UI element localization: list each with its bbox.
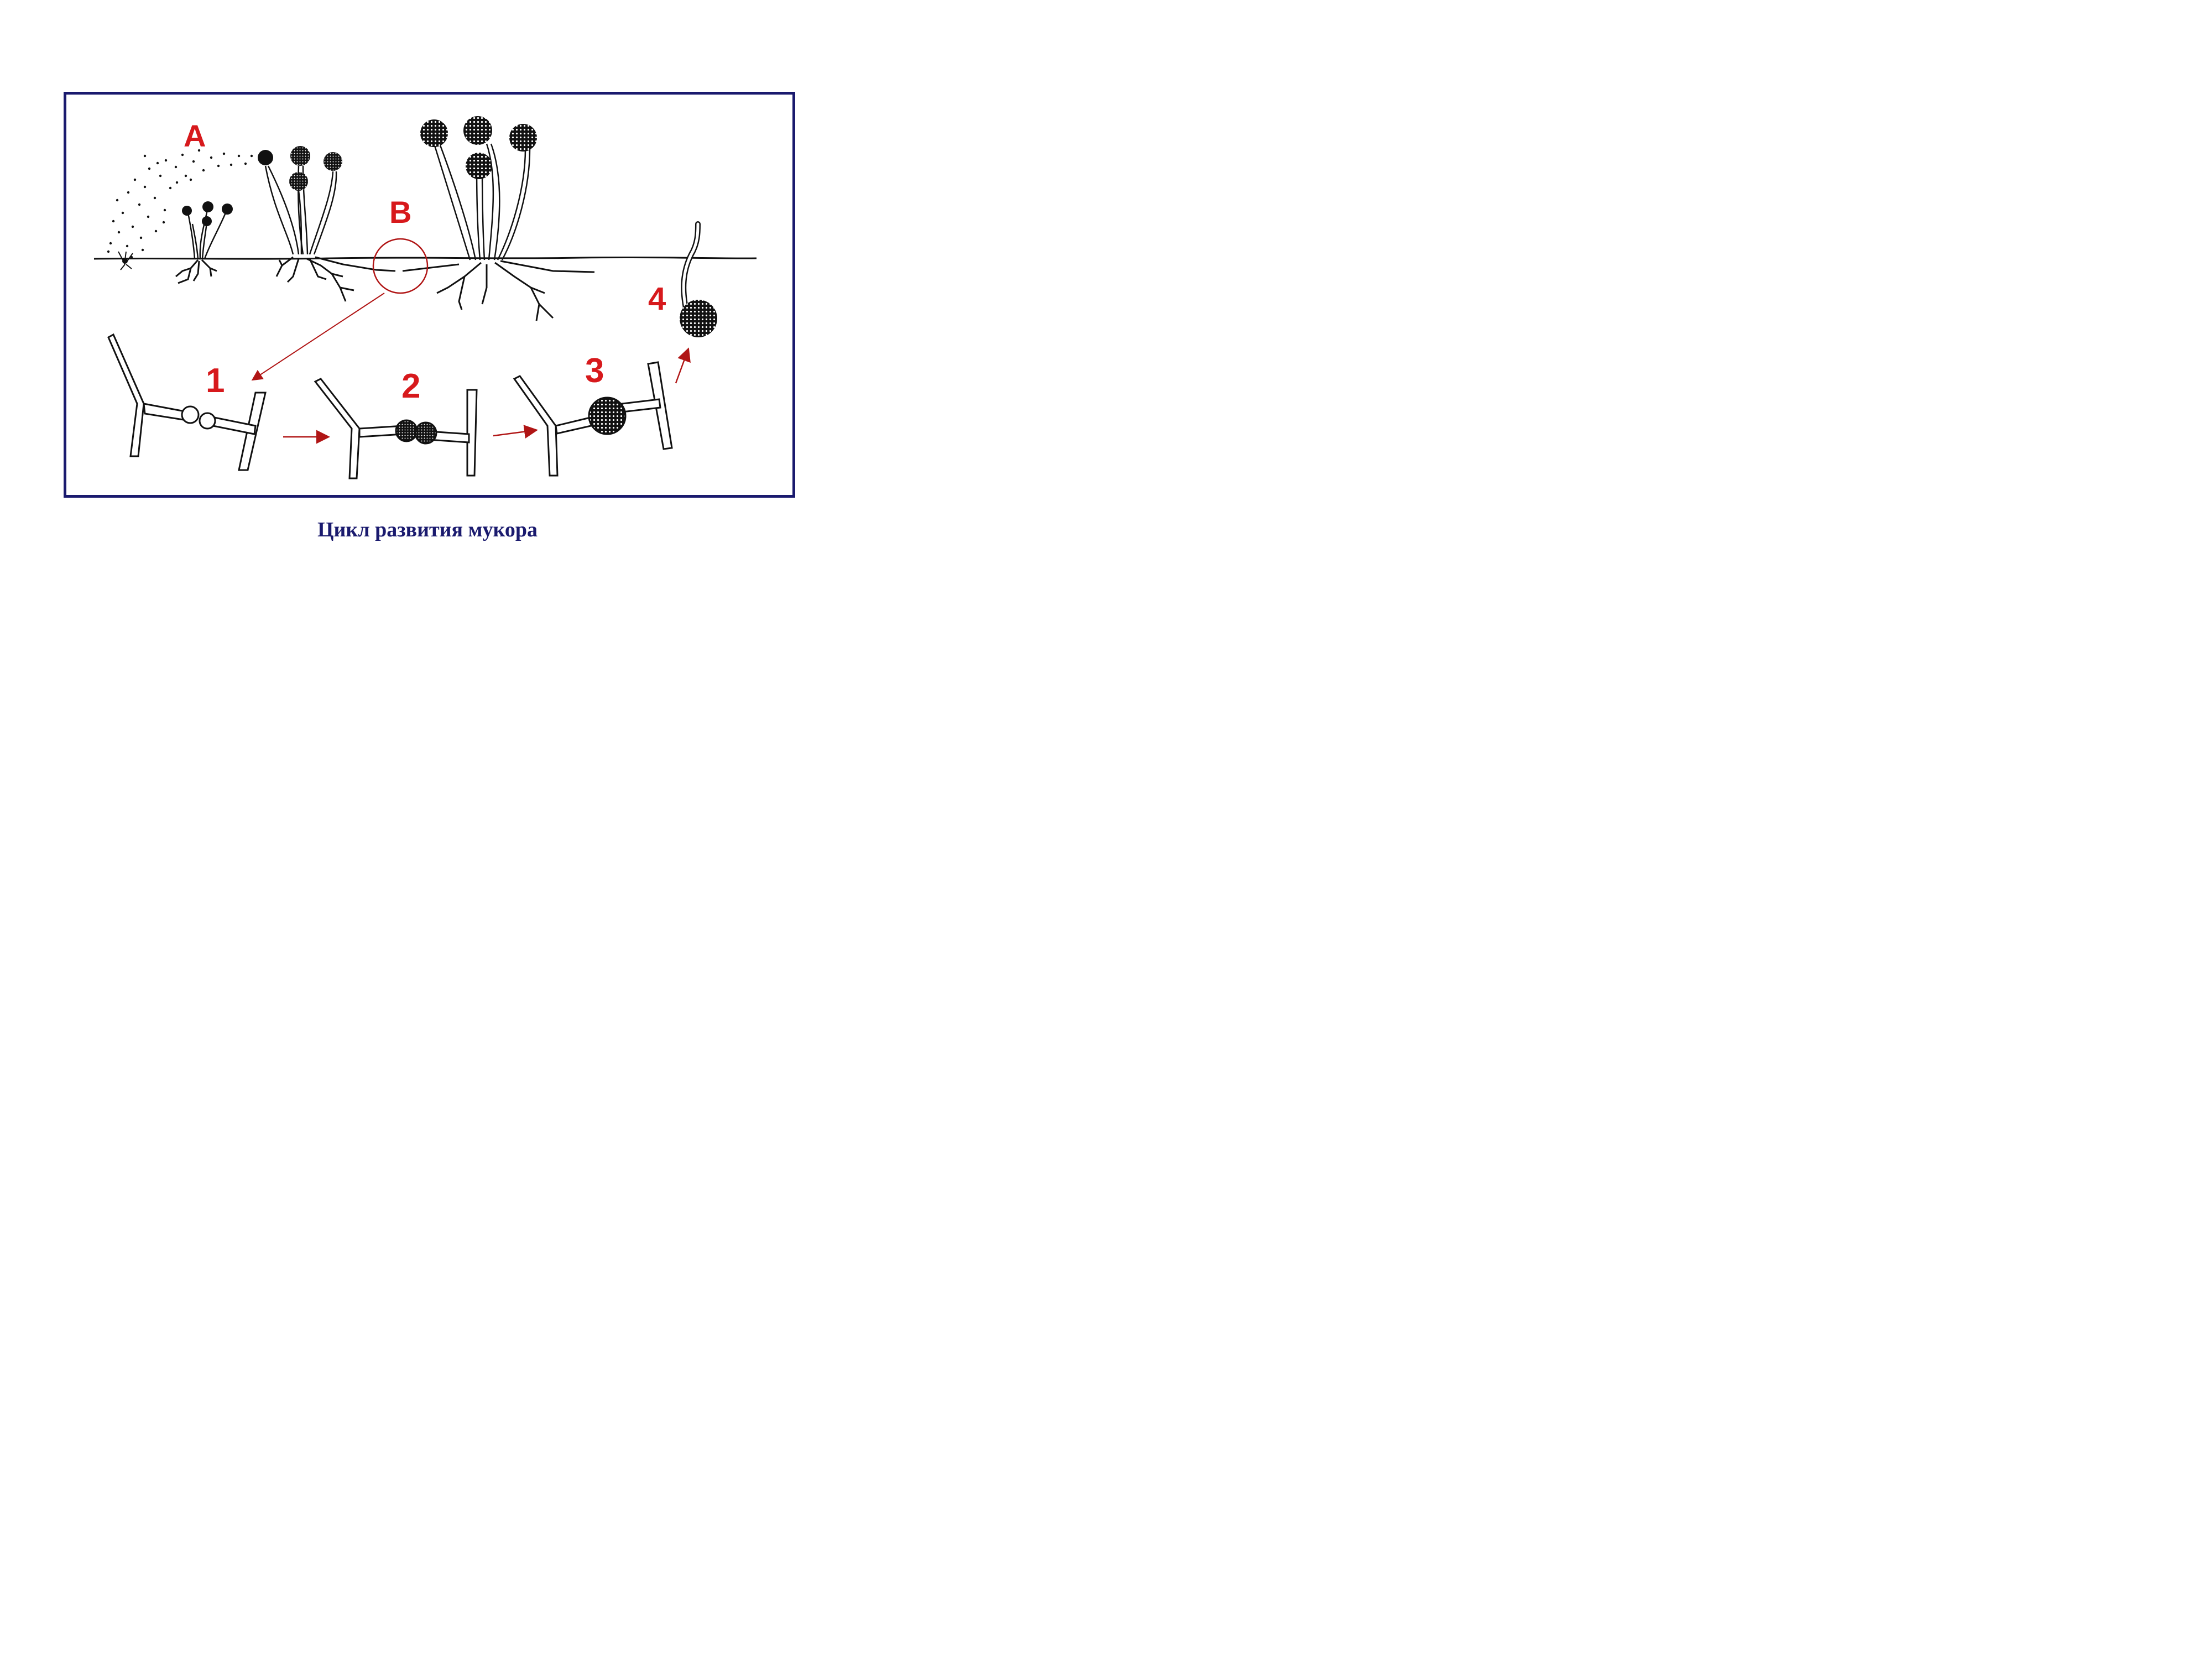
young-mucor-small [175,201,233,284]
hyphae-step-2 [314,378,478,479]
soil-line [93,256,757,260]
label-stage-a: A [184,118,206,153]
step-arrows [283,347,691,444]
arrow-3-to-4 [675,347,691,384]
label-step-2: 2 [401,367,421,405]
medium-mucor [258,146,396,302]
label-step-4: 4 [648,281,666,317]
spore-cloud [107,149,253,259]
diagram-caption: Цикл развития мукора [317,518,538,541]
arrow-to-step-1 [251,293,385,381]
hyphae-step-3 [513,361,673,477]
large-mucor [402,116,595,321]
germinating-spore [118,251,133,270]
label-step-3: 3 [585,352,604,390]
mucor-life-cycle-illustration [93,116,757,479]
magnifier-circle [372,238,429,294]
arrow-2-to-3 [493,425,538,439]
label-stage-b: B [389,195,412,229]
label-step-1: 1 [206,362,225,400]
hyphae-step-1 [107,333,267,471]
germinating-zygospore [680,221,717,337]
